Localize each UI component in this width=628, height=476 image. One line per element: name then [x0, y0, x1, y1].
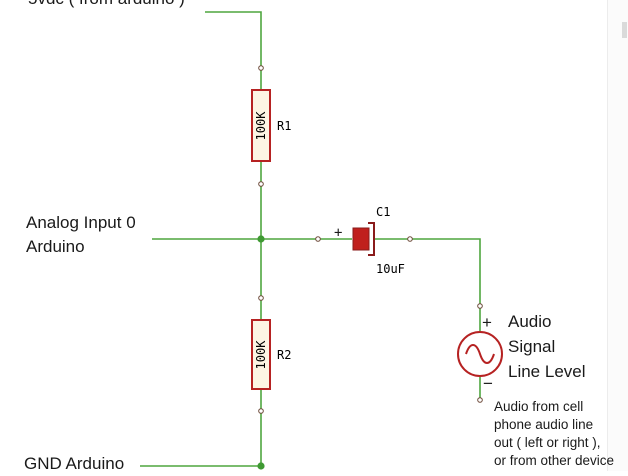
c1-body [352, 227, 370, 251]
analog-input-label-line2: Arduino [26, 237, 85, 256]
r1-value: 100K [254, 111, 268, 141]
wire-supply [205, 11, 262, 68]
c1-negative-plate [368, 222, 375, 256]
r1-body [251, 89, 271, 162]
audio-source-symbol [457, 331, 503, 377]
note-line-3: out ( left or right ), [494, 435, 601, 450]
note-line-2: phone audio line [494, 417, 594, 432]
supply-label: 5vdc ( from arduino ) [28, 0, 185, 11]
pin-r1-bottom [258, 181, 264, 187]
audio-minus-sign: − [483, 374, 493, 393]
wire-to-audio [410, 238, 481, 306]
audio-label-line1: Audio [508, 312, 552, 331]
pin-c1-left [315, 236, 321, 242]
note-line-1: Audio from cell [494, 399, 584, 414]
r2-ref: R2 [277, 348, 291, 362]
c1-symbol [352, 222, 375, 256]
c1-ref: C1 [376, 205, 390, 219]
c1-polarity-mark: + [334, 225, 342, 241]
note-line-4: or from other device [494, 453, 615, 468]
scroll-edge-strip [607, 0, 628, 471]
pin-r2-top [258, 295, 264, 301]
pin-r2-bottom [258, 408, 264, 414]
r2-value: 100K [254, 340, 268, 370]
pin-markers [258, 65, 483, 414]
audio-plus-sign: + [482, 313, 492, 332]
pin-c1-right [407, 236, 413, 242]
audio-label-line2: Signal [508, 337, 556, 356]
audio-label-line3: Line Level [508, 362, 586, 381]
junction-gnd-node [257, 462, 265, 470]
r1-ref: R1 [277, 119, 291, 133]
pin-audio-bottom [477, 397, 483, 403]
pin-audio-top [477, 303, 483, 309]
pin-r1-top [258, 65, 264, 71]
gnd-label: GND Arduino [24, 454, 125, 473]
audio-source-circle [457, 331, 503, 377]
sine-wave-icon [465, 344, 495, 364]
r2-body [251, 319, 271, 390]
wires [140, 11, 481, 467]
c1-value: 10uF [376, 262, 405, 276]
junction-analog-node [257, 235, 265, 243]
scroll-edge-tick [622, 22, 627, 38]
analog-input-label-line1: Analog Input 0 [26, 213, 136, 232]
